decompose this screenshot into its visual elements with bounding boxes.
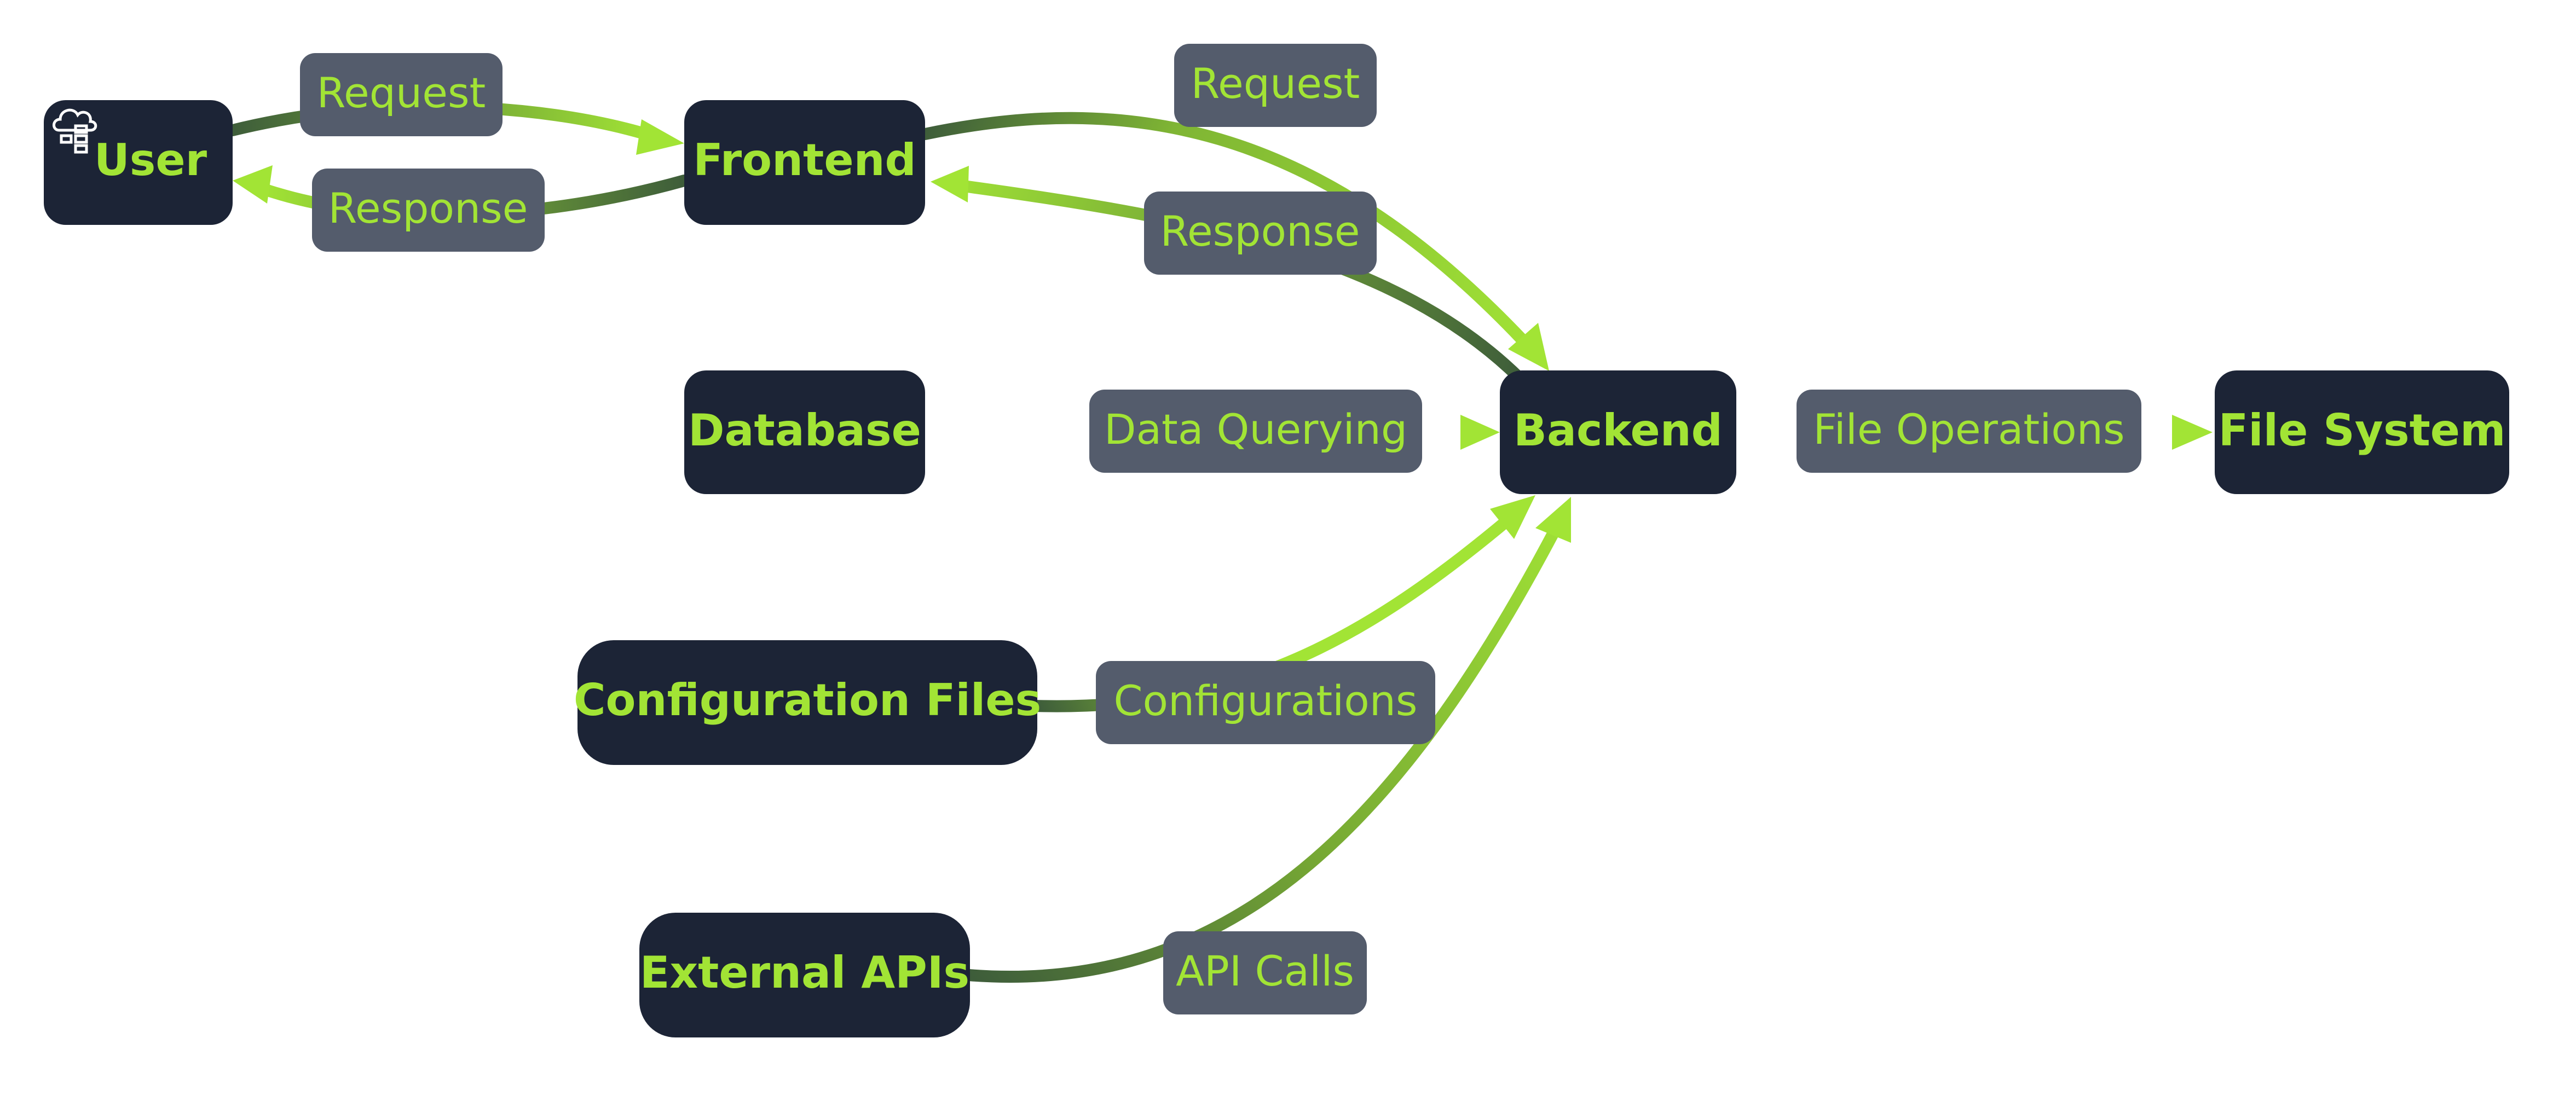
- edge-label-configurations: Configurations: [1096, 661, 1435, 744]
- edge-label-user-response: Response: [312, 169, 545, 252]
- edge-label-text: File Operations: [1813, 405, 2124, 454]
- node-label: External APIs: [640, 947, 969, 998]
- edge-label-text: Request: [317, 68, 486, 117]
- edge-label-backend-request: Request: [1174, 44, 1377, 127]
- node-database: Database: [684, 370, 925, 494]
- arrowhead: [1508, 323, 1549, 371]
- node-config-files: Configuration Files: [574, 640, 1041, 765]
- node-user: User: [44, 100, 233, 225]
- node-external-apis: External APIs: [639, 913, 970, 1037]
- arrowhead: [1490, 495, 1535, 539]
- node-backend: Backend: [1500, 370, 1736, 494]
- arrowhead: [636, 119, 684, 155]
- arrowhead: [931, 166, 969, 202]
- edge-label-api-calls: API Calls: [1163, 931, 1367, 1014]
- edge-label-user-request: Request: [300, 53, 503, 136]
- edge-label-text: API Calls: [1176, 947, 1354, 995]
- edge-label-text: Configurations: [1113, 676, 1417, 725]
- node-file-system: File System: [2215, 370, 2509, 494]
- arrowhead: [1535, 497, 1571, 543]
- edge-label-data-querying: Data Querying: [1089, 390, 1422, 473]
- edge-label-text: Response: [1160, 207, 1360, 256]
- node-frontend: Frontend: [684, 100, 925, 225]
- node-label: Backend: [1514, 405, 1723, 456]
- edge-apis-to-backend: [963, 497, 1571, 983]
- edge-label-text: Data Querying: [1104, 405, 1407, 454]
- edge-label-text: Request: [1191, 59, 1360, 108]
- arrowhead: [233, 165, 273, 204]
- node-label: Configuration Files: [574, 675, 1041, 726]
- node-label: File System: [2219, 405, 2506, 456]
- edge-frontend-to-backend: [919, 112, 1549, 371]
- edge-label-backend-response: Response: [1144, 192, 1377, 275]
- node-label: User: [94, 135, 207, 185]
- node-label: Frontend: [693, 135, 916, 185]
- arrowhead: [2172, 415, 2213, 450]
- arrowhead: [1460, 415, 1500, 450]
- edge-label-text: Response: [328, 184, 528, 233]
- node-label: Database: [688, 405, 921, 456]
- cloud-database-icon: [53, 108, 97, 154]
- edge-label-file-operations: File Operations: [1797, 390, 2141, 473]
